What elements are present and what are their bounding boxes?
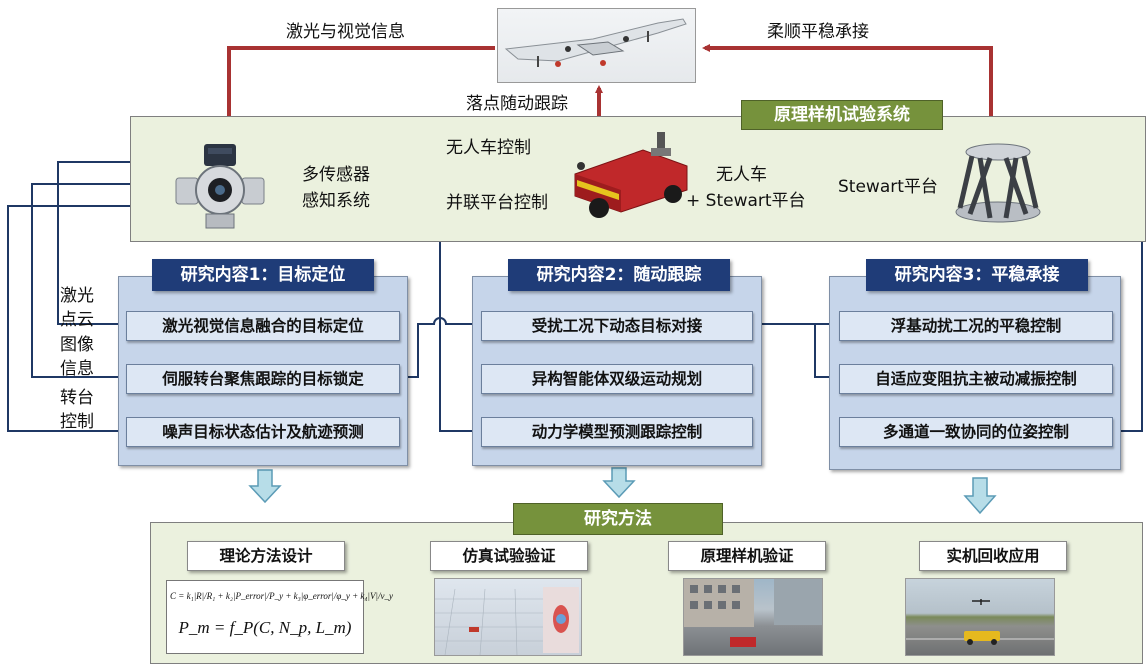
method-step-3: 原理样机验证 [668, 541, 826, 571]
prototype-system-title: 原理样机试验系统 [741, 100, 943, 130]
research-1-item-3: 噪声目标状态估计及航迹预测 [126, 417, 400, 447]
formula-line-2: P_m = f_P(C, N_p, L_m) [178, 618, 352, 637]
sensor-device-image [172, 140, 268, 232]
recovery-photo [905, 578, 1055, 656]
formula-line-1: C = k₁|R|/R₁ + k₂|P_error|/P_y + k₃|φ_er… [170, 591, 393, 601]
car-label-2: + Stewart平台 [686, 191, 806, 211]
research-title-3: 研究内容3：平稳承接 [866, 259, 1088, 291]
multi-sensor-icon [175, 144, 265, 229]
landing-tracking-label: 落点随动跟踪 [466, 94, 568, 114]
side-image-1: 图像 [60, 335, 94, 355]
side-turntable-1: 转台 [60, 388, 94, 408]
side-laser-2: 点云 [60, 310, 94, 330]
sensor-label-1: 多传感器 [302, 165, 370, 185]
research-title-2: 研究内容2：随动跟踪 [508, 259, 730, 291]
research-3-item-1: 浮基动扰工况的平稳控制 [839, 311, 1113, 341]
side-turntable-2: 控制 [60, 412, 94, 432]
prototype-photo [683, 578, 823, 656]
hollow-arrow-2 [602, 467, 636, 499]
research-3-item-2: 自适应变阻抗主被动减振控制 [839, 364, 1113, 394]
method-step-2: 仿真试验验证 [430, 541, 588, 571]
research-3-item-3: 多通道一致协同的位姿控制 [839, 417, 1113, 447]
research-1-item-2: 伺服转台聚焦跟踪的目标锁定 [126, 364, 400, 394]
research-title-1: 研究内容1：目标定位 [152, 259, 374, 291]
compliant-catch-arrow [702, 44, 993, 140]
compliant-catch-label: 柔顺平稳承接 [767, 22, 869, 42]
hollow-arrow-3 [963, 477, 997, 515]
hollow-arrow-1 [248, 469, 282, 504]
laser-vision-label: 激光与视觉信息 [286, 22, 405, 42]
stewart-platform-icon [955, 143, 1041, 223]
side-laser-1: 激光 [60, 286, 94, 306]
image-info-line [31, 180, 173, 378]
prototype-scene-icon [684, 579, 822, 647]
laser-vision-arrow [225, 46, 495, 130]
simulation-scene-icon [435, 587, 579, 656]
method-step-4: 实机回收应用 [919, 541, 1067, 571]
simulation-image [434, 578, 582, 656]
research-2-item-2: 异构智能体双级运动规划 [481, 364, 753, 394]
sensor-label-2: 感知系统 [302, 191, 370, 211]
car-stewart-image [565, 128, 695, 226]
car-control-label: 无人车控制 [446, 138, 531, 158]
parallel-control-label: 并联平台控制 [446, 193, 548, 213]
unmanned-car-icon [574, 132, 688, 218]
recovery-scene-icon [906, 599, 1054, 645]
research-1-item-1: 激光视觉信息融合的目标定位 [126, 311, 400, 341]
stewart-platform-image [950, 136, 1046, 228]
lock-to-docking-line [404, 317, 481, 378]
uav-icon [504, 18, 687, 67]
turntable-control-line [7, 202, 173, 432]
methods-title: 研究方法 [513, 503, 723, 535]
stewart-label: Stewart平台 [838, 177, 938, 197]
car-label-1: 无人车 [716, 165, 767, 185]
hollow-down-arrows [248, 467, 997, 515]
formula-box: C = k₁|R|/R₁ + k₂|P_error|/P_y + k₃|φ_er… [166, 580, 393, 654]
research-2-item-3: 动力学模型预测跟踪控制 [481, 417, 753, 447]
uav-photo [497, 8, 696, 83]
method-step-1: 理论方法设计 [187, 541, 345, 571]
laser-pointcloud-line [57, 158, 173, 325]
research-2-item-1: 受扰工况下动态目标对接 [481, 311, 753, 341]
side-image-2: 信息 [60, 359, 94, 379]
